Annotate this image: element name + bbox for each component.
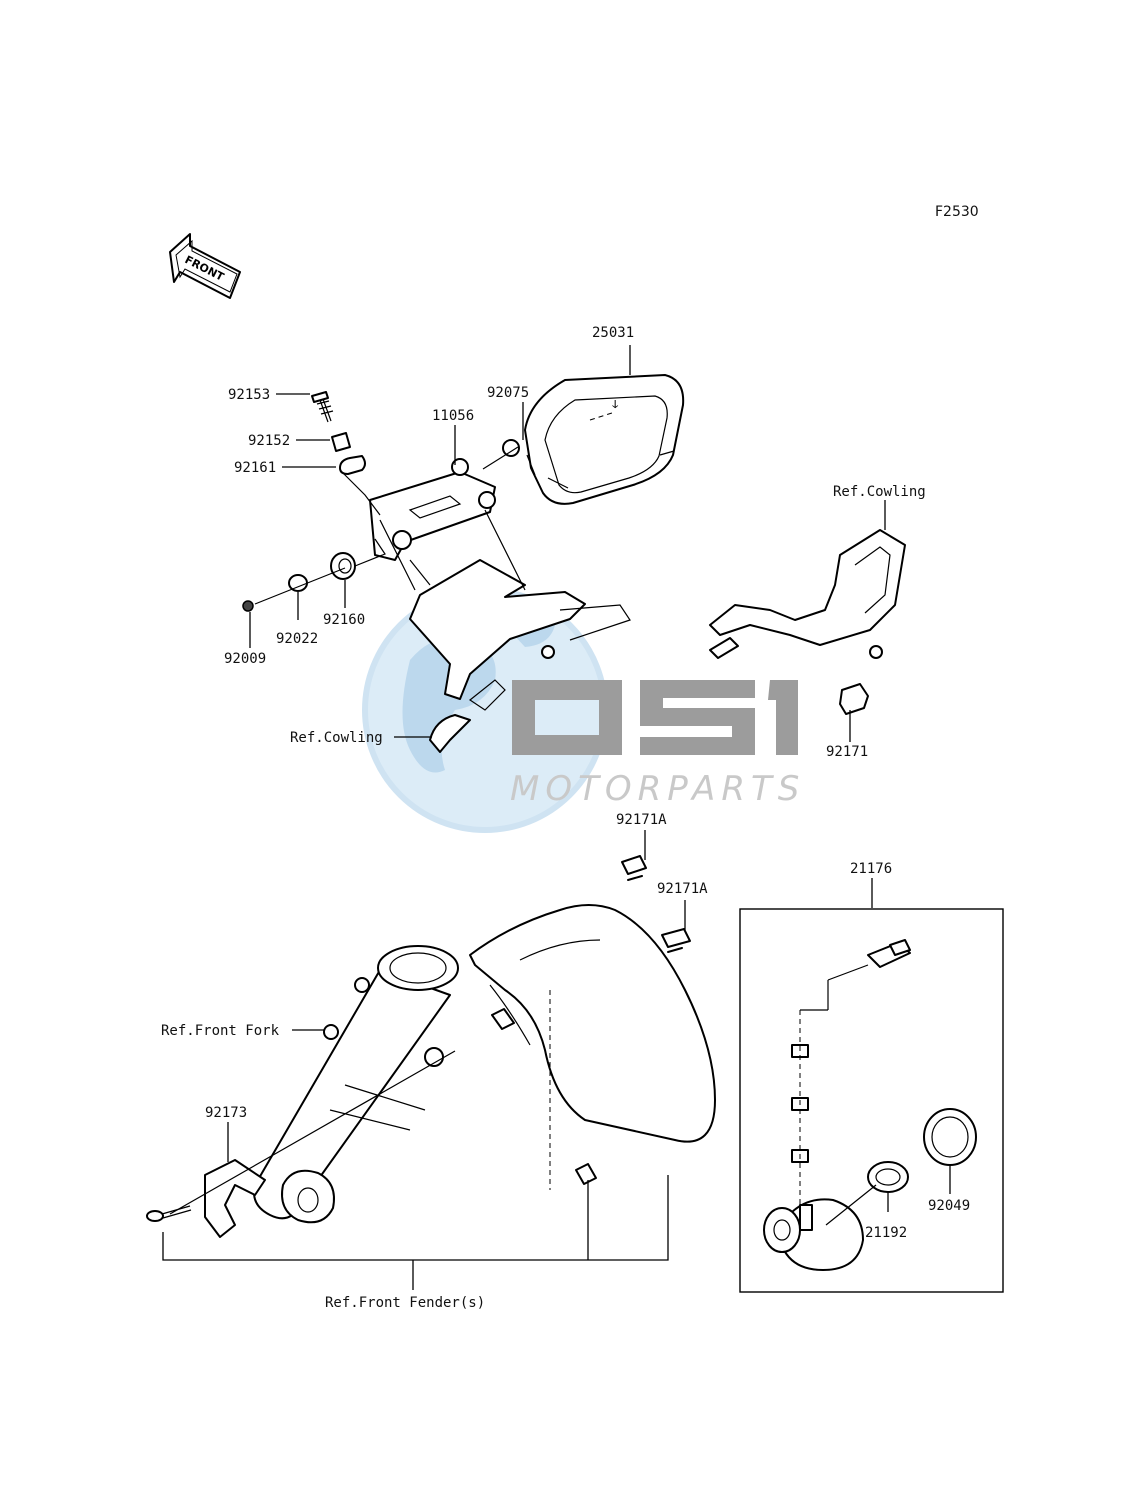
label-92075: 92075 xyxy=(487,385,529,401)
main-stay-bracket-icon xyxy=(409,559,631,753)
label-92173: 92173 xyxy=(205,1105,247,1121)
label-ref-cowling-left: Ref.Cowling xyxy=(290,730,383,746)
callout-labels: 25031 92075 11056 92153 92152 92161 9216… xyxy=(161,325,970,1311)
washer-92075-icon xyxy=(502,439,520,457)
clamp-92171A-1-icon xyxy=(621,855,647,881)
grommet-21192-icon xyxy=(867,1161,909,1193)
watermark-subtitle: MOTORPARTS xyxy=(510,769,805,809)
label-92171A-1: 92171A xyxy=(616,812,667,828)
leader-lines xyxy=(162,345,951,1290)
label-92161: 92161 xyxy=(234,460,276,476)
collar-92152-icon xyxy=(331,432,351,452)
label-11056: 11056 xyxy=(432,408,474,424)
label-92160: 92160 xyxy=(323,612,365,628)
washer-92022-icon xyxy=(288,574,308,592)
label-92171: 92171 xyxy=(826,744,868,760)
label-21176: 21176 xyxy=(850,861,892,877)
seal-92049-icon xyxy=(923,1108,977,1166)
cowling-stay-icon xyxy=(709,529,906,659)
screw-icon xyxy=(146,1205,192,1222)
front-direction-arrow-icon: FRONT xyxy=(169,233,241,299)
svg-text:ↆ: ↆ xyxy=(612,397,619,411)
bolt-92153-icon xyxy=(311,391,334,423)
label-ref-front-fork: Ref.Front Fork xyxy=(161,1023,280,1039)
front-fender-icon xyxy=(469,904,716,1190)
label-92171A-2: 92171A xyxy=(657,881,708,897)
label-ref-front-fenders: Ref.Front Fender(s) xyxy=(325,1295,485,1311)
bracket-92173-icon xyxy=(204,1159,266,1238)
label-92152: 92152 xyxy=(248,433,290,449)
figure-code: F2530 xyxy=(935,204,979,220)
label-21192: 21192 xyxy=(865,1225,907,1241)
label-ref-cowling-right: Ref.Cowling xyxy=(833,484,926,500)
grommet-92161-icon xyxy=(339,455,366,475)
meter-bracket-icon xyxy=(369,458,496,561)
label-25031: 25031 xyxy=(592,325,634,341)
watermark-letters xyxy=(512,680,798,755)
sensor-kit-box xyxy=(739,908,1004,1293)
bolt-92009-icon xyxy=(242,600,254,612)
clamp-92171A-2-icon xyxy=(661,928,691,953)
label-92153: 92153 xyxy=(228,387,270,403)
label-92009: 92009 xyxy=(224,651,266,667)
front-fork-icon xyxy=(253,945,459,1224)
label-92022: 92022 xyxy=(276,631,318,647)
speed-sensor-icon xyxy=(763,939,911,1271)
clamp-92171-icon xyxy=(839,683,869,715)
label-92049: 92049 xyxy=(928,1198,970,1214)
meter-assembly-icon: ↆ xyxy=(524,374,685,505)
